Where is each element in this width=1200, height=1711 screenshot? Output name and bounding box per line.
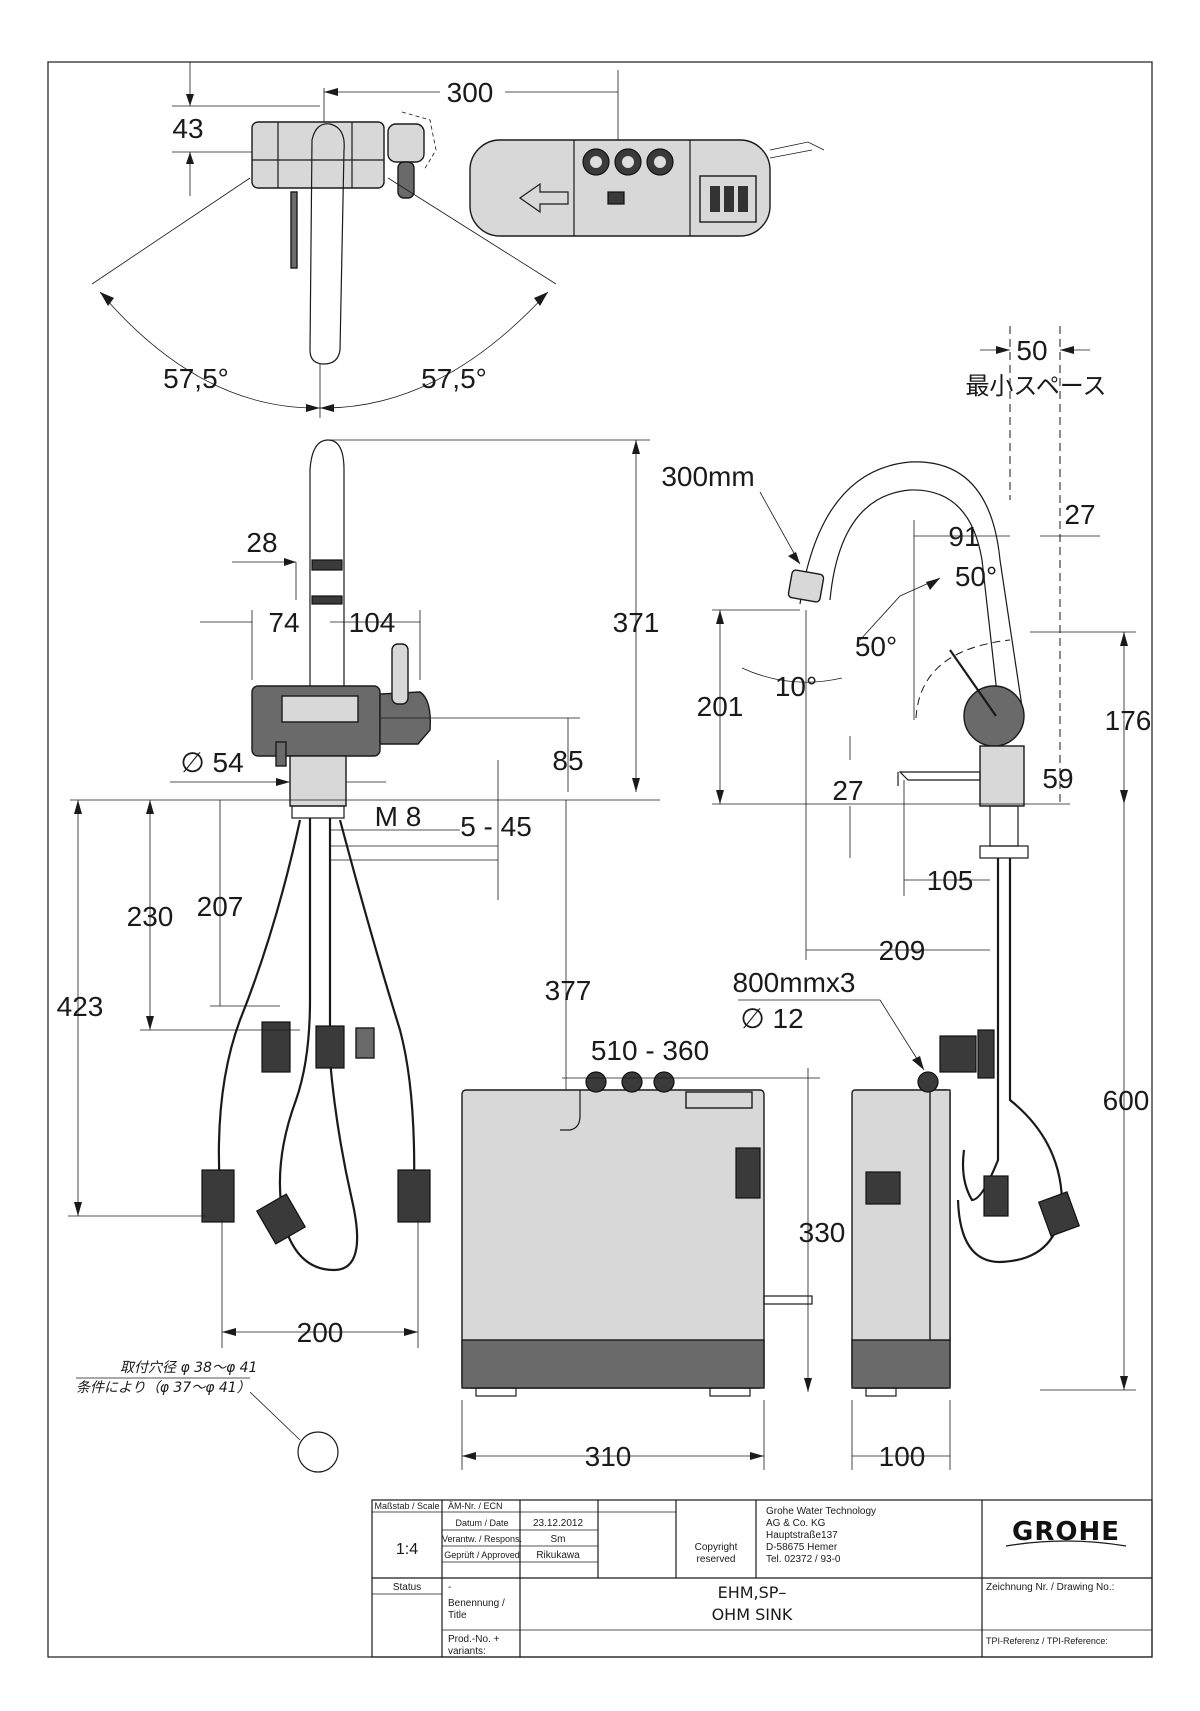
remote-control-box <box>469 139 825 237</box>
copyright-line1: Copyright <box>695 1542 738 1553</box>
dim-105: 105 <box>927 865 974 896</box>
min-space-label: 最小スペース <box>965 372 1106 400</box>
drawing-frame <box>47 61 1153 1658</box>
title-value-line2: OHM SINK <box>712 1605 793 1624</box>
dim-m8: M 8 <box>375 801 422 832</box>
title-value-line1: EHM,SP– <box>718 1583 787 1602</box>
scale-label: Maßstab / Scale <box>374 1501 439 1511</box>
ecn-label: ÄM-Nr. / ECN <box>448 1501 503 1511</box>
dim-min-space-50: 50 <box>1016 335 1047 366</box>
dim-91: 91 <box>948 521 979 552</box>
dim-330: 330 <box>799 1217 846 1248</box>
approved-value: Rikukawa <box>536 1550 580 1561</box>
hole-note-line2: 条件により（φ 37～φ 41） <box>76 1380 251 1396</box>
title-block: Maßstab / Scale 1:4 ÄM-Nr. / ECN Datum /… <box>371 1499 1153 1658</box>
responsible-value: Sm <box>551 1534 566 1545</box>
dim-angle-10: 10° <box>775 671 817 702</box>
date-label: Datum / Date <box>455 1518 508 1528</box>
approved-label: Geprüft / Approved <box>444 1550 520 1560</box>
prod-label-line2: variants: <box>448 1646 486 1657</box>
dim-28: 28 <box>246 527 277 558</box>
status-label: Status <box>393 1582 421 1593</box>
dim-angle-50-top: 50° <box>955 561 997 592</box>
dim-510-360: 510 - 360 <box>591 1035 709 1066</box>
dim-230: 230 <box>127 901 174 932</box>
responsible-label: Verantw. / Respons. <box>442 1534 522 1544</box>
company-line5: Tel. 02372 / 93-0 <box>766 1554 841 1565</box>
scale-value: 1:4 <box>396 1541 418 1558</box>
dim-5-45: 5 - 45 <box>460 811 532 842</box>
arrow-left-icon <box>518 182 569 214</box>
front-view: 28 74 104 371 85 ∅ 54 M 8 5 - 45 230 <box>57 439 660 1473</box>
top-view: 300 43 57,5° 57,5° <box>91 62 619 418</box>
dim-209: 209 <box>879 935 926 966</box>
dim-176: 176 <box>1105 705 1152 736</box>
dim-100: 100 <box>879 1441 926 1472</box>
dim-371: 371 <box>613 607 660 638</box>
dim-angle-left: 57,5° <box>163 363 229 394</box>
title-label-line1: Benennung / <box>448 1598 505 1609</box>
hose-spec-diameter-12: ∅ 12 <box>740 1003 803 1034</box>
dim-diameter-54: ∅ 54 <box>180 747 243 778</box>
battery-icon <box>607 191 625 205</box>
dim-angle-50-mid: 50° <box>855 631 897 662</box>
dim-74: 74 <box>268 607 299 638</box>
dim-377: 377 <box>545 975 592 1006</box>
prod-label-line1: Prod.-No. + <box>448 1634 500 1645</box>
side-view: 50 最小スペース 300mm 91 27 50° 50° 10° 201 17… <box>661 326 1152 1391</box>
boiler-unit: 510 - 360 330 310 100 <box>461 1035 951 1472</box>
dim-300: 300 <box>447 77 494 108</box>
dim-310: 310 <box>585 1441 632 1472</box>
company-line4: D-58675 Hemer <box>766 1542 838 1553</box>
copyright-line2: reserved <box>697 1554 736 1565</box>
tpi-label: TPI-Referenz / TPI-Reference: <box>986 1636 1108 1646</box>
dim-angle-right: 57,5° <box>421 363 487 394</box>
grohe-logo: GROHE <box>1012 1517 1120 1547</box>
hole-note-line1: 取付穴径 φ 38～φ 41 <box>120 1360 257 1376</box>
dim-27-top: 27 <box>1064 499 1095 530</box>
dim-200: 200 <box>297 1317 344 1348</box>
dim-base-59: 59 <box>1042 763 1073 794</box>
company-line1: Grohe Water Technology <box>766 1506 876 1517</box>
dim-207: 207 <box>197 891 244 922</box>
status-value: - <box>448 1582 451 1593</box>
dim-lever-27: 27 <box>832 775 863 806</box>
title-label-line2: Title <box>448 1610 467 1621</box>
date-value: 23.12.2012 <box>533 1518 583 1529</box>
dim-201: 201 <box>697 691 744 722</box>
drawing-no-label: Zeichnung Nr. / Drawing No.: <box>986 1582 1114 1593</box>
dim-pullout-300mm: 300mm <box>661 461 754 492</box>
dim-423: 423 <box>57 991 104 1022</box>
dim-43: 43 <box>172 113 203 144</box>
company-line3: Hauptstraße137 <box>766 1530 838 1541</box>
hose-spec-800mmx3: 800mmx3 <box>733 967 856 998</box>
dim-600: 600 <box>1103 1085 1150 1116</box>
dim-104: 104 <box>349 607 396 638</box>
company-line2: AG & Co. KG <box>766 1518 826 1529</box>
dim-85: 85 <box>552 745 583 776</box>
mounting-hole-icon <box>297 1431 339 1473</box>
